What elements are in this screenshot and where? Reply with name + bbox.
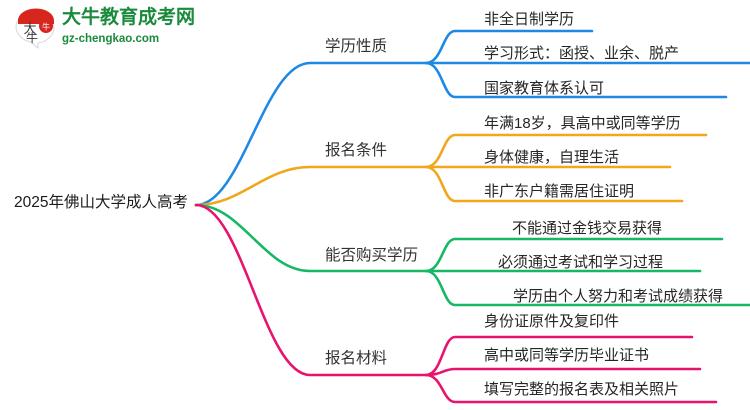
connector-line — [194, 165, 428, 207]
svg-text:牛: 牛 — [42, 22, 50, 32]
connector-line — [194, 203, 428, 377]
leaf-label-3-2[interactable]: 必须通过考试和学习过程 — [498, 254, 664, 271]
logo-text-block: 大牛教育成考网 gz-chengkao.com — [62, 7, 196, 47]
leaf-label-2-1[interactable]: 年满18岁，具高中或同等学历 — [484, 115, 681, 132]
leaf-label-3-3[interactable]: 学历由个人努力和考试成绩获得 — [513, 288, 724, 305]
leaf-label-2-2[interactable]: 身体健康，自理生活 — [484, 149, 620, 166]
leaf-label-1-1[interactable]: 非全日制学历 — [484, 11, 575, 28]
leaf-label-1-3[interactable]: 国家教育体系认可 — [484, 80, 605, 97]
connector-line — [424, 367, 702, 377]
leaf-label-2-3[interactable]: 非广东户籍需居住证明 — [484, 183, 635, 200]
svg-text:大: 大 — [23, 21, 36, 36]
svg-text:牛: 牛 — [26, 30, 38, 45]
mindmap-root-node[interactable]: 2025年佛山大学成人高考 — [14, 194, 188, 211]
leaf-label-1-2[interactable]: 学习形式：函授、业余、脱产 — [484, 45, 680, 62]
leaf-label-4-3[interactable]: 填写完整的报名表及相关照片 — [484, 381, 680, 398]
branch-label-2[interactable]: 报名条件 — [325, 142, 388, 159]
branch-label-4[interactable]: 报名材料 — [325, 350, 388, 367]
leaf-label-4-2[interactable]: 高中或同等学历毕业证书 — [484, 347, 650, 364]
daniu-bull-logo-icon: 牛 大 牛 — [15, 8, 55, 50]
branch-label-1[interactable]: 学历性质 — [325, 38, 388, 55]
logo-subtitle: gz-chengkao.com — [62, 33, 160, 45]
leaf-label-4-1[interactable]: 身份证原件及复印件 — [484, 313, 620, 330]
site-logo[interactable]: 牛 大 牛 大牛教育成考网 gz-chengkao.com — [14, 6, 196, 54]
leaf-label-3-1[interactable]: 不能通过金钱交易获得 — [512, 220, 663, 237]
connector-line — [194, 61, 428, 207]
branch-label-3[interactable]: 能否购买学历 — [325, 247, 419, 264]
logo-title: 大牛教育成考网 — [62, 7, 196, 28]
